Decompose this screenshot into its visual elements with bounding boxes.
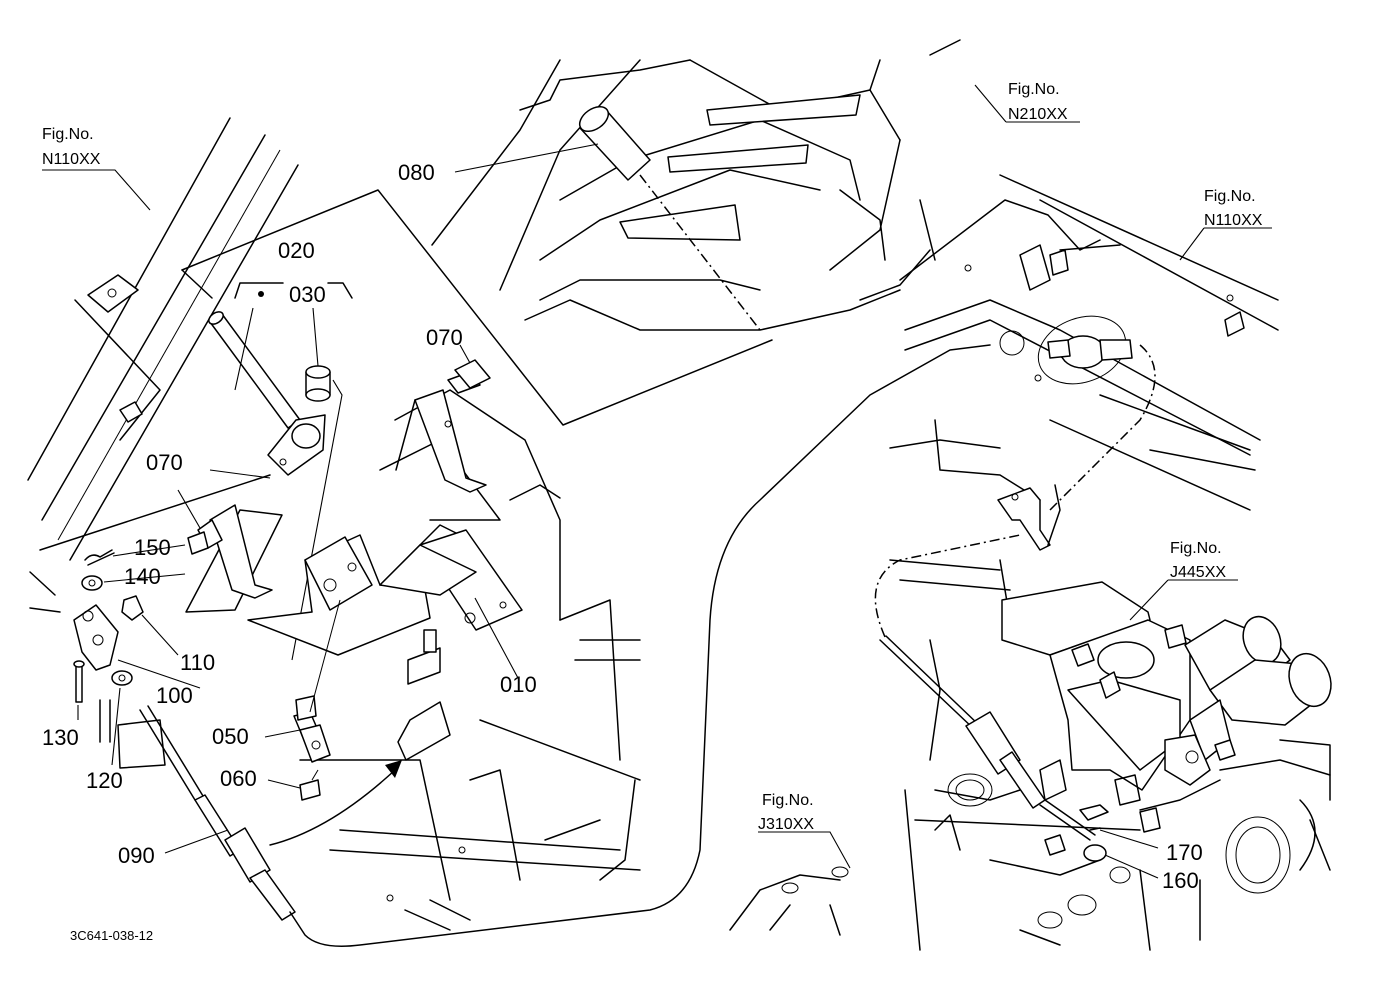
label-030: 030 [289, 282, 326, 307]
small-parts-left [73, 549, 166, 769]
label-100: 100 [156, 683, 193, 708]
damper-assembly [999, 315, 1156, 511]
cable-090 [139, 344, 991, 947]
label-080: 080 [398, 160, 435, 185]
bolt-060 [267, 769, 321, 801]
shaft-020 [208, 307, 326, 476]
label-170: 170 [1166, 840, 1203, 865]
fig-prefix-j445: Fig.No. [1170, 540, 1222, 557]
fig-code-n110-right: N110XX [1204, 212, 1263, 229]
label-160: 160 [1162, 868, 1199, 893]
label-070-right: 070 [426, 325, 463, 350]
right-frame [889, 174, 1279, 511]
label-060: 060 [220, 766, 257, 791]
bracket-070-right [395, 344, 491, 493]
cable-right [874, 534, 1159, 879]
bracket-070-left [177, 489, 273, 599]
label-140: 140 [124, 564, 161, 589]
fig-code-j445: J445XX [1170, 564, 1226, 581]
label-050: 050 [212, 724, 249, 749]
leader-lines-left [77, 143, 599, 766]
fig-prefix-n210: Fig.No. [1008, 81, 1060, 98]
label-020: 020 [278, 238, 315, 263]
fig-code-n210: N210XX [1008, 106, 1068, 123]
label-110: 110 [180, 650, 215, 675]
support-bracket [997, 484, 1061, 551]
fig-prefix-j310: Fig.No. [762, 792, 814, 809]
fig-code-n110-left: N110XX [42, 151, 101, 168]
group-bracket-020-030 [234, 282, 353, 299]
console-frame [299, 389, 641, 931]
figure-reference-labels: Fig.No. N110XX Fig.No. N210XX Fig.No. N1… [42, 81, 1263, 833]
label-150: 150 [134, 535, 171, 560]
fig-leaders [42, 84, 1272, 869]
rod-050 [264, 599, 341, 763]
fig-code-j310: J310XX [758, 816, 814, 833]
label-090: 090 [118, 843, 155, 868]
label-010: 010 [500, 672, 537, 697]
part-labels: 020 030 080 070 070 150 140 110 100 130 … [42, 160, 1203, 893]
knob-080 [578, 105, 761, 331]
drawing-code: 3C641-038-12 [70, 928, 153, 943]
bracket-010 [247, 524, 523, 761]
fig-prefix-n110-left: Fig.No. [42, 126, 94, 143]
label-130: 130 [42, 725, 79, 750]
valve-housing [729, 559, 1332, 951]
shift-gate [431, 39, 961, 331]
fig-prefix-n110-right: Fig.No. [1204, 188, 1256, 205]
label-120: 120 [86, 768, 123, 793]
label-070-left: 070 [146, 450, 183, 475]
left-fender-outline [27, 117, 299, 613]
